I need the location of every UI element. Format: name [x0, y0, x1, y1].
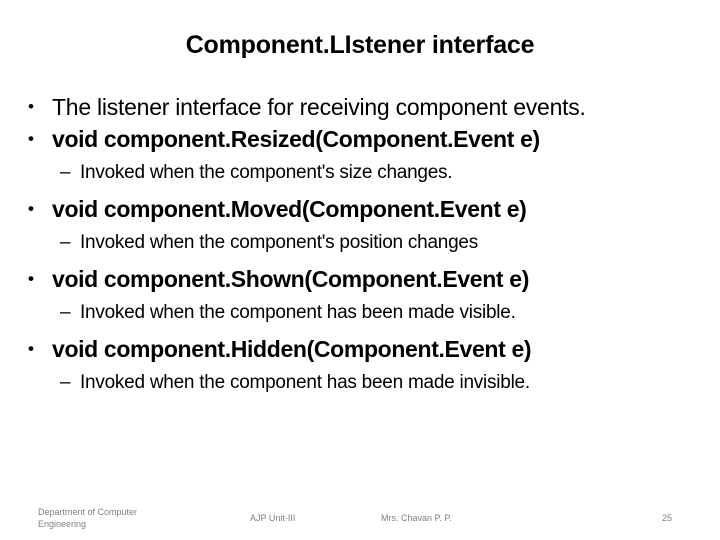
sub-bullet-item-3-1: – Invoked when the component's position …: [22, 230, 706, 256]
sub-bullet-text: Invoked when the component has been made…: [80, 372, 530, 393]
bullet-text: void component.Shown(Component.Event e): [52, 266, 530, 292]
bullet-marker-icon: •: [28, 199, 34, 218]
bullet-item-1: • The listener interface for receiving c…: [22, 92, 706, 122]
bullet-marker-icon: •: [28, 339, 34, 358]
footer-author-label: Mrs. Chavan P. P.: [381, 513, 452, 523]
footer-department-line2: Engineering: [38, 519, 87, 529]
sub-bullet-item-4-1: – Invoked when the component has been ma…: [22, 300, 706, 326]
bullet-item-2: • void component.Resized(Component.Event…: [22, 124, 706, 154]
sub-bullet-item-5-1: – Invoked when the component has been ma…: [22, 370, 640, 396]
bullet-text: void component.Hidden(Component.Event e): [52, 336, 532, 362]
bullet-text: void component.Resized(Component.Event e…: [52, 126, 540, 152]
dash-marker-icon: –: [60, 232, 71, 253]
sub-bullet-item-2-1: – Invoked when the component's size chan…: [22, 160, 706, 186]
bullet-marker-icon: •: [28, 269, 34, 288]
dash-marker-icon: –: [60, 372, 71, 393]
footer-unit-label: AJP Unit-III: [250, 513, 296, 523]
sub-bullet-text: Invoked when the component's position ch…: [80, 232, 478, 253]
sub-bullet-text: Invoked when the component's size change…: [80, 162, 453, 183]
footer-department-line1: Department of Computer: [38, 507, 138, 517]
dash-marker-icon: –: [60, 162, 71, 183]
bullet-text: The listener interface for receiving com…: [52, 94, 586, 120]
bullet-text: void component.Moved(Component.Event e): [52, 196, 527, 222]
footer-page-number: 25: [662, 513, 673, 523]
footer-department: Department of Computer Engineering: [38, 506, 188, 530]
slide-footer: Department of Computer Engineering AJP U…: [0, 504, 720, 540]
bullet-marker-icon: •: [28, 97, 34, 116]
bullet-marker-icon: •: [28, 129, 34, 148]
bullet-item-3: • void component.Moved(Component.Event e…: [22, 194, 706, 224]
page-title: Component.LIstener interface: [185, 31, 535, 59]
bullet-item-4: • void component.Shown(Component.Event e…: [22, 264, 706, 294]
slide-body: • The listener interface for receiving c…: [22, 92, 706, 404]
sub-bullet-text: Invoked when the component has been made…: [80, 302, 516, 323]
bullet-item-5: • void component.Hidden(Component.Event …: [22, 334, 706, 364]
dash-marker-icon: –: [60, 302, 71, 323]
